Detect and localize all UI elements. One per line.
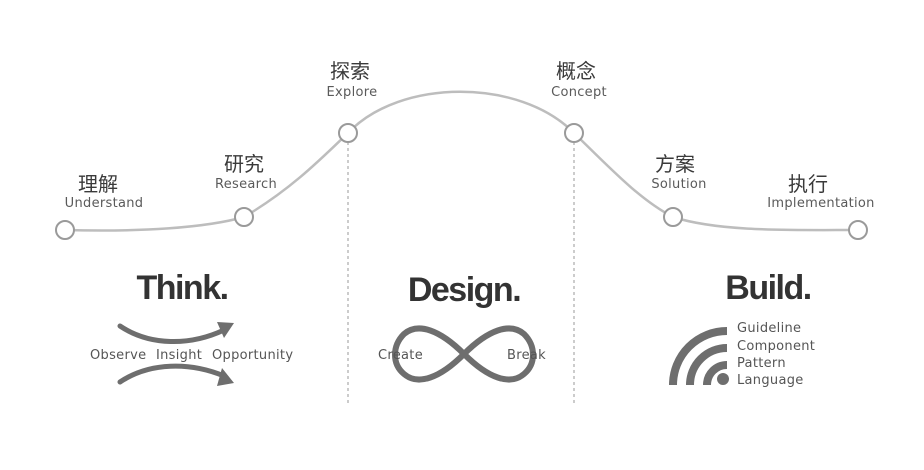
think-label-observe: Observe [90, 348, 146, 363]
node-explore [338, 123, 358, 143]
infinity-loop-icon [392, 325, 536, 383]
stage-label-en: Research [215, 177, 277, 192]
arc-guideline-icon [669, 327, 728, 386]
language-dot-icon [717, 373, 729, 385]
arrow-top-icon [117, 323, 227, 345]
stage-label-zh: 理解 [78, 172, 118, 196]
arrowhead-bottom-icon [217, 368, 234, 386]
build-layer-label: Component [737, 339, 815, 354]
converging-arrows-icon [117, 322, 234, 386]
phase-title-design: Design. [408, 271, 520, 309]
process-curve [64, 90, 859, 232]
build-layer-label: Language [737, 373, 804, 388]
think-label-insight: Insight [156, 348, 202, 363]
think-label-opportunity: Opportunity [212, 348, 293, 363]
design-label-break: Break [507, 348, 546, 363]
node-research [234, 207, 254, 227]
arrowhead-top-icon [217, 322, 234, 338]
stage-label-en: Solution [651, 177, 706, 192]
stage-label-en: Concept [551, 85, 607, 100]
phase-title-think: Think. [136, 269, 227, 307]
stage-label-en: Implementation [767, 196, 874, 211]
node-implementation [848, 220, 868, 240]
build-layer-label: Pattern [737, 356, 786, 371]
stage-label-zh: 方案 [655, 152, 695, 176]
arrow-bottom-icon [117, 363, 227, 385]
node-concept [564, 123, 584, 143]
node-solution [663, 207, 683, 227]
stage-label-zh: 执行 [788, 172, 828, 196]
layers-arc-icon [669, 327, 728, 386]
stage-label-zh: 概念 [556, 59, 596, 83]
stage-label-zh: 研究 [224, 152, 264, 176]
design-label-create: Create [378, 348, 423, 363]
arc-pattern-icon [703, 361, 728, 386]
stage-label-zh: 探索 [330, 59, 370, 83]
node-understand [55, 220, 75, 240]
phase-title-build: Build. [725, 269, 810, 307]
stage-label-en: Understand [65, 196, 144, 211]
build-layer-label: Guideline [737, 321, 801, 336]
stage-nodes [55, 123, 868, 240]
stage-label-en: Explore [327, 85, 378, 100]
arc-component-icon [686, 344, 728, 386]
